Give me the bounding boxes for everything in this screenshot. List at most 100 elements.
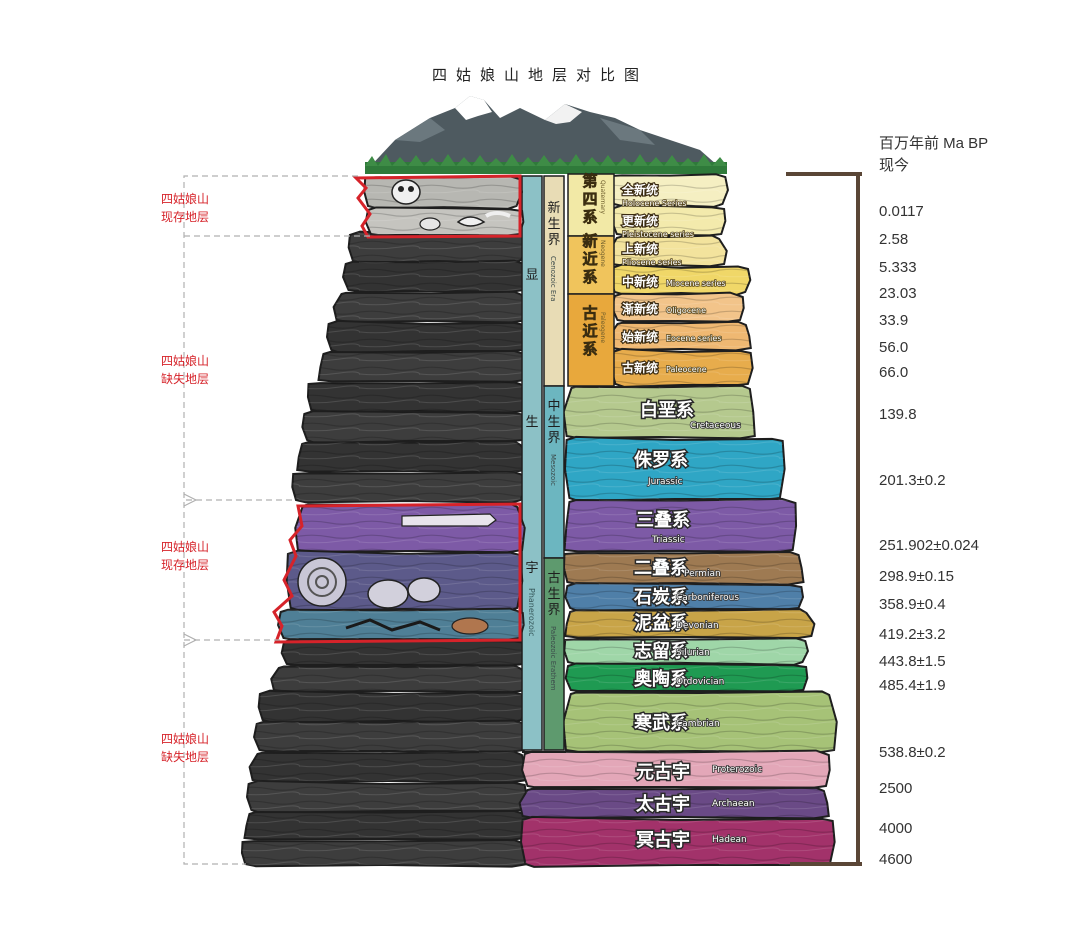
age-label: 4600	[879, 851, 913, 868]
label-system-en: Cambrian	[676, 719, 720, 729]
label-era-cenozoic-en: Cenozoic Era	[549, 256, 557, 301]
label-series-zh: 始新统	[622, 329, 658, 344]
dark-stratum-grain	[292, 472, 526, 503]
bracket-guide-lower	[183, 502, 246, 865]
present-stratum-triassic-grain	[295, 503, 525, 553]
column-paleozoic	[543, 557, 565, 751]
label-system-zh: 志留系	[634, 640, 688, 662]
scale-header: 百万年前 Ma BP 现今	[879, 133, 988, 177]
label-era-cenozoic-zh: 生	[547, 217, 560, 232]
dark-stratum-grain	[247, 780, 527, 813]
label-period-neogene-en: Neogene	[599, 240, 606, 267]
label-period-paleogene-zh: 系	[582, 340, 597, 358]
bracket-guides	[183, 175, 370, 865]
band-jurassic-grain	[565, 436, 785, 501]
band-miocene-grain	[610, 264, 751, 296]
label-system-en: Silurian	[676, 648, 710, 658]
band-devonian-grain	[565, 609, 815, 638]
column-neogene	[567, 235, 615, 295]
label-system-zh: 寒武系	[633, 712, 688, 734]
jaw-fossil-icon	[419, 217, 441, 231]
band-holocene-grain	[610, 174, 728, 207]
label-eon-en: Archaean	[712, 799, 755, 809]
label-system-zh: 泥盆系	[634, 612, 688, 634]
fish-fossil-icon	[401, 513, 497, 527]
dark-stratum-grain	[249, 751, 527, 783]
label-system-en: Carboniferous	[676, 593, 739, 603]
side-label-missing-upper: 四姑娘山 缺失地层	[160, 354, 209, 386]
label-series-zh: 中新统	[622, 274, 658, 289]
skull-eye-icon	[408, 186, 414, 192]
present-stratum-quaternary-a-grain	[364, 176, 522, 209]
label-system-zh: 石炭系	[633, 586, 688, 608]
side-label-present-mid: 四姑娘山 现存地层	[160, 540, 209, 572]
band-ordovician-grain	[565, 663, 808, 692]
label-period-paleogene-zh: 近	[582, 322, 597, 340]
label-system-zh: 二叠系	[634, 558, 688, 579]
band-proterozoic-grain	[522, 750, 830, 788]
bone-fossil-icon	[456, 216, 486, 227]
age-label: 298.9±0.15	[879, 568, 954, 585]
dark-stratum-grain	[343, 260, 528, 292]
band-silurian-grain	[564, 638, 808, 665]
age-label: 56.0	[879, 339, 909, 356]
label-system-en: Permian	[684, 569, 721, 579]
label-era-mesozoic-en: Mesozoic	[549, 454, 557, 486]
shell-fossil-icon	[407, 577, 441, 603]
label-eon-zh: 太古宇	[636, 793, 690, 815]
label-series-zh: 更新统	[622, 213, 658, 228]
band-carboniferous-grain	[565, 583, 803, 612]
scale-unit-label: 百万年前 Ma BP	[879, 135, 989, 152]
label-system-zh: 白垩系	[640, 399, 694, 421]
chronostrata-bands	[518, 173, 838, 868]
age-label: 419.2±3.2	[879, 626, 946, 643]
age-label: 66.0	[879, 364, 909, 381]
age-label: 358.9±0.4	[879, 596, 946, 613]
dark-stratum-grain	[318, 350, 529, 382]
label-era-cenozoic-zh: 新	[547, 200, 560, 216]
label-eon-en: Hadean	[712, 835, 747, 845]
label-system-en: Cretaceous	[690, 421, 741, 431]
dark-stratum-grain	[241, 840, 528, 867]
scale-present-label: 现今	[879, 157, 910, 174]
column-phanerozoic	[521, 175, 543, 751]
ammonite-fossil-icon	[297, 557, 347, 607]
age-label: 0.0117	[879, 203, 924, 220]
label-series-en: Oligocene	[666, 306, 706, 315]
band-eocene-grain	[609, 321, 751, 351]
band-oligocene-grain	[612, 292, 744, 322]
dark-stratum-grain	[254, 720, 528, 752]
age-label: 2500	[879, 780, 913, 797]
age-label: 485.4±1.9	[879, 677, 946, 694]
trilobite-fossil-icon	[451, 617, 489, 635]
label-series-en: Miocene series	[666, 279, 726, 288]
dark-stratum-grain	[244, 810, 529, 840]
column-paleogene	[567, 293, 615, 387]
column-quaternary	[567, 173, 615, 237]
label-system-en: Ordovician	[676, 677, 724, 687]
ammonite-core-icon	[315, 575, 329, 589]
bracket-arrow-icon	[183, 493, 198, 507]
label-phanerozoic-zh: 宇	[525, 561, 538, 576]
label-era-mesozoic-zh: 中	[547, 399, 560, 414]
label-series-zh: 上新统	[622, 241, 658, 256]
label-period-quaternary-zh: 四	[582, 190, 597, 208]
label-period-neogene-zh: 近	[582, 250, 597, 268]
label-era-paleozoic-zh: 生	[547, 587, 560, 602]
age-label: 5.333	[879, 259, 917, 276]
label-period-neogene-zh: 系	[582, 268, 597, 286]
label-system-en: Triassic	[651, 535, 685, 545]
side-label-missing-lower: 四姑娘山 缺失地层	[160, 732, 209, 764]
dark-stratum-grain	[333, 291, 527, 323]
dark-stratum-grain	[302, 411, 527, 444]
present-outline-top	[352, 174, 522, 239]
shell-fossil-icon	[367, 579, 409, 609]
label-era-paleozoic-en: Paleozoic Erathem	[549, 626, 557, 691]
time-scale-bar	[786, 172, 862, 866]
age-label: 251.902±0.024	[879, 537, 979, 554]
label-system-en: Jurassic	[647, 477, 682, 487]
label-period-neogene-zh: 新	[582, 232, 597, 250]
dark-stratum-grain	[327, 320, 527, 353]
